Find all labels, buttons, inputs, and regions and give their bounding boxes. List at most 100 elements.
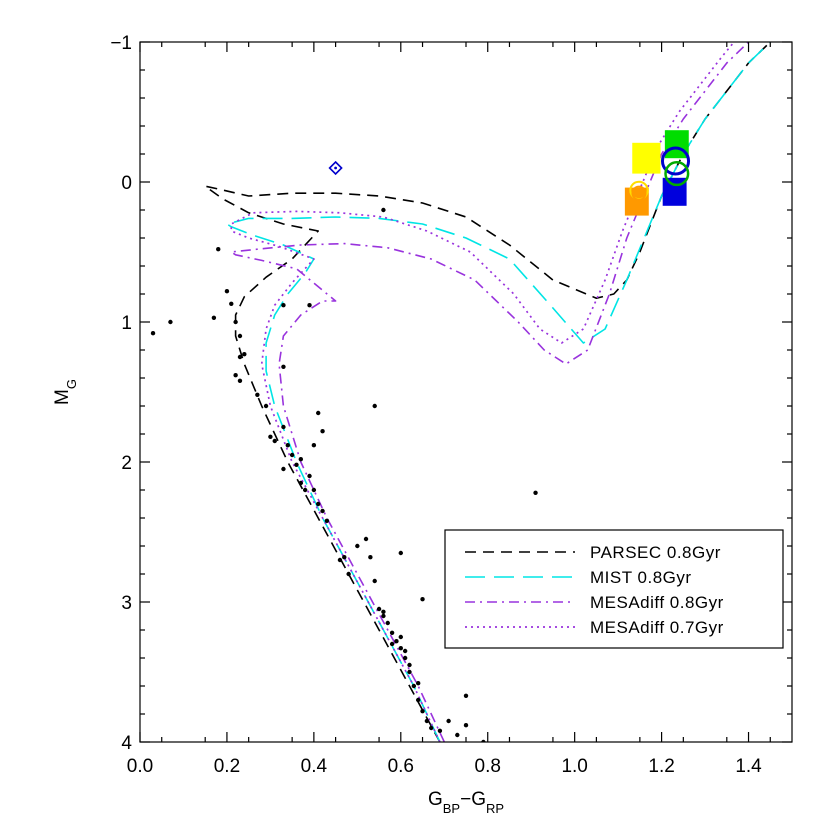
data-point xyxy=(381,207,386,213)
data-point xyxy=(463,723,469,728)
data-point xyxy=(168,319,173,325)
axis-ticks xyxy=(139,41,792,743)
data-point xyxy=(533,490,538,495)
circle-marker-5 xyxy=(660,146,691,176)
data-point xyxy=(320,508,325,514)
square-marker-1 xyxy=(632,142,661,174)
diamond-center xyxy=(334,166,337,170)
data-point xyxy=(320,429,325,434)
data-point xyxy=(398,550,403,556)
data-point xyxy=(281,303,286,308)
data-point xyxy=(420,597,425,602)
y-tick-label: 4 xyxy=(121,733,132,754)
data-point xyxy=(420,709,425,714)
data-point xyxy=(398,646,403,651)
data-point xyxy=(242,352,247,357)
data-point xyxy=(446,718,451,724)
data-point xyxy=(311,487,317,493)
data-point xyxy=(402,655,408,661)
data-point xyxy=(415,697,421,703)
data-point xyxy=(311,443,317,448)
data-point xyxy=(455,732,460,738)
diamond-marker xyxy=(328,160,343,176)
x-tick-label: 1.0 xyxy=(561,756,587,777)
data-point xyxy=(407,669,412,675)
data-point xyxy=(385,620,390,626)
data-point xyxy=(337,557,343,563)
data-point xyxy=(394,639,399,644)
data-point xyxy=(233,319,238,325)
data-point xyxy=(272,438,277,444)
x-tick-label: 0.6 xyxy=(388,756,414,777)
data-point xyxy=(237,378,243,383)
data-point xyxy=(346,571,351,577)
data-point xyxy=(285,443,290,448)
data-point xyxy=(298,457,304,462)
data-point xyxy=(255,392,260,397)
y-tick-label: 2 xyxy=(121,453,132,474)
series-line-2 xyxy=(230,42,751,742)
x-tick-label: 0.0 xyxy=(127,756,153,777)
data-point xyxy=(263,403,269,409)
x-tick-label: 0.4 xyxy=(301,756,328,777)
data-point xyxy=(302,487,308,493)
data-point xyxy=(281,424,286,430)
data-point xyxy=(298,480,304,486)
x-tick-label: 1.2 xyxy=(648,756,674,777)
data-point xyxy=(289,452,295,458)
data-point xyxy=(281,466,286,472)
y-axis-label: MG xyxy=(52,379,79,405)
data-point xyxy=(389,641,395,647)
data-point xyxy=(237,333,243,339)
legend-label-1: MIST 0.8Gyr xyxy=(590,568,692,587)
data-point xyxy=(389,630,395,635)
data-point xyxy=(376,606,382,612)
data-point xyxy=(463,693,469,698)
data-point xyxy=(424,718,430,724)
data-point xyxy=(307,473,312,479)
data-point xyxy=(355,543,360,549)
data-point xyxy=(372,578,377,584)
data-point xyxy=(316,410,321,416)
series-line-0 xyxy=(204,42,771,742)
data-point xyxy=(368,555,373,560)
data-point xyxy=(307,303,312,308)
data-point xyxy=(437,728,443,733)
circle-marker-8 xyxy=(631,185,647,201)
data-point xyxy=(268,434,273,439)
legend-label-3: MESAdiff 0.7Gyr xyxy=(590,618,724,637)
series-line-3 xyxy=(230,42,736,742)
x-tick-label: 0.2 xyxy=(214,756,240,777)
data-point xyxy=(407,662,412,668)
data-point xyxy=(237,354,243,360)
data-point xyxy=(229,301,234,306)
data-point xyxy=(363,536,369,542)
data-point xyxy=(429,725,434,731)
y-tick-label: 1 xyxy=(121,313,132,334)
legend-label-0: PARSEC 0.8Gyr xyxy=(590,543,721,562)
data-point xyxy=(316,501,321,507)
legend-box xyxy=(444,529,784,649)
series-line-1 xyxy=(226,42,773,742)
data-point xyxy=(372,403,377,409)
x-axis-label: GBP−GRP xyxy=(428,789,504,816)
data-point xyxy=(216,247,221,252)
y-tick-label: −1 xyxy=(110,33,132,54)
data-point xyxy=(415,681,421,686)
data-point xyxy=(224,289,230,294)
data-point xyxy=(324,518,330,523)
data-point xyxy=(342,555,347,560)
data-point xyxy=(381,609,386,614)
data-point xyxy=(402,648,408,654)
data-point xyxy=(233,373,238,378)
data-point xyxy=(381,613,386,619)
plot-marks xyxy=(150,42,773,742)
x-tick-label: 0.8 xyxy=(475,756,501,777)
x-tick-label: 1.4 xyxy=(735,756,762,777)
data-point xyxy=(211,315,217,320)
y-tick-label: 0 xyxy=(121,173,132,194)
legend-label-2: MESAdiff 0.8Gyr xyxy=(590,593,724,612)
